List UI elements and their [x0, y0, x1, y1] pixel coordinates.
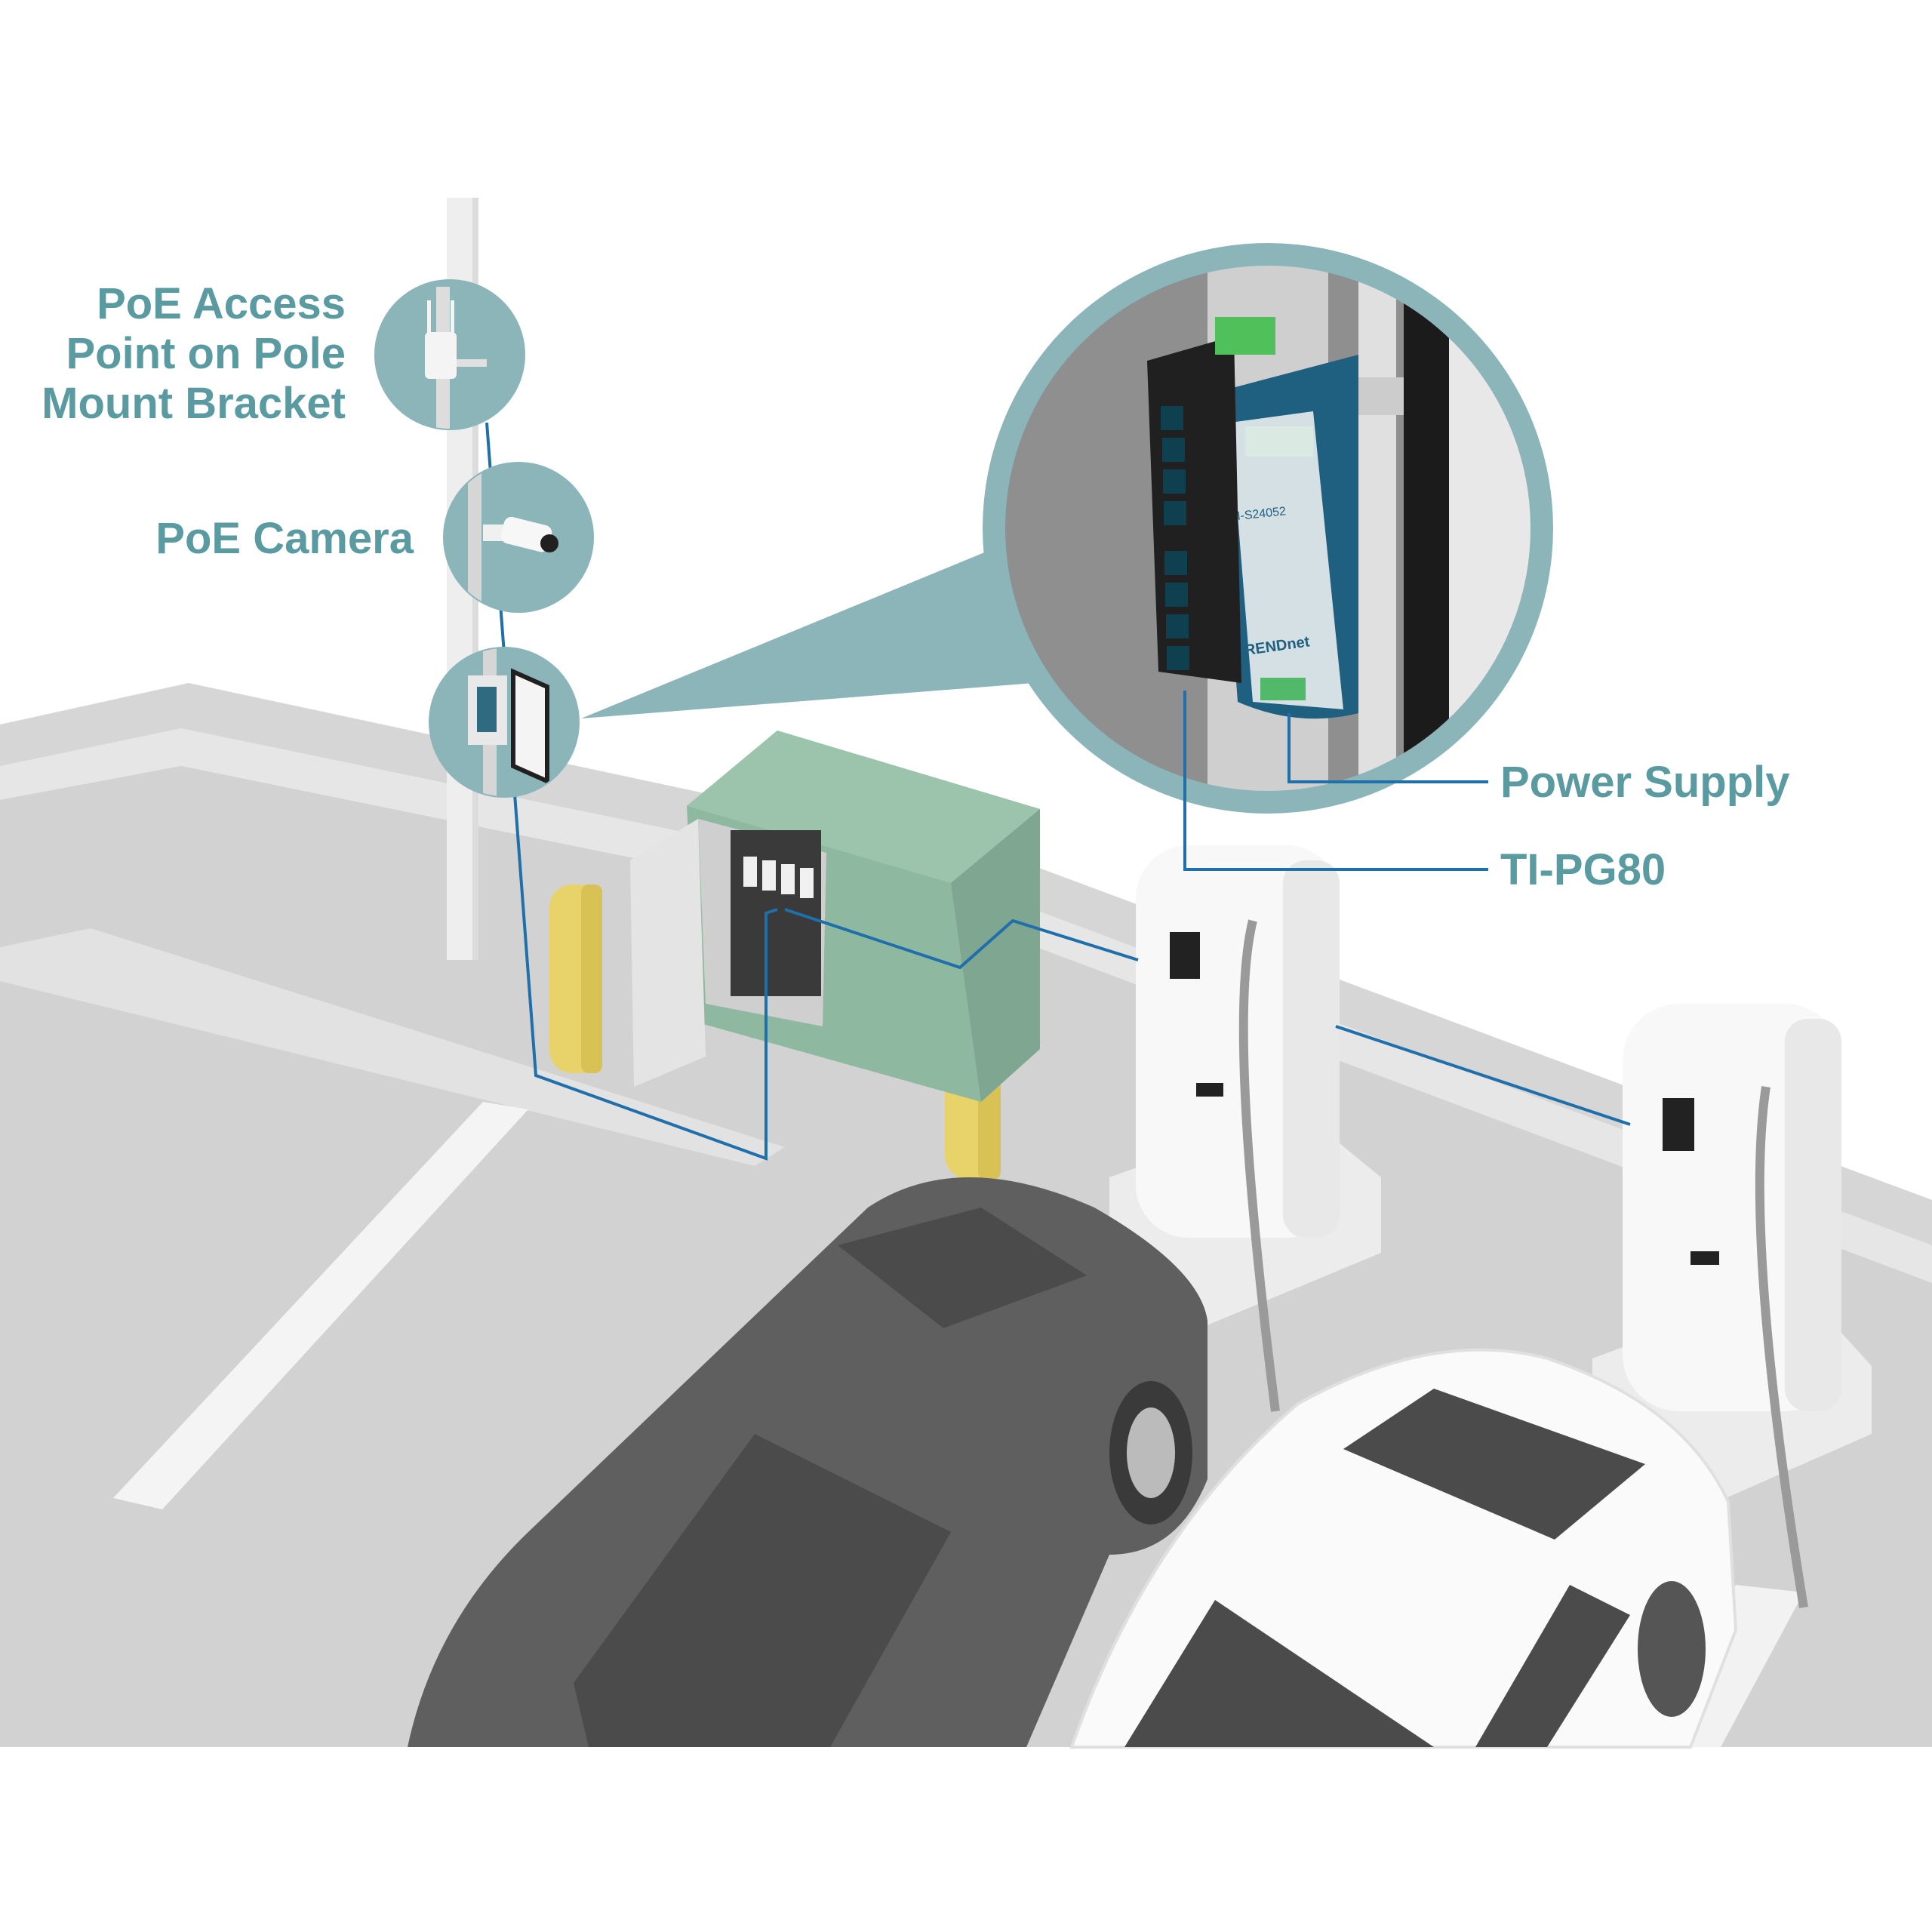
terminal-block	[1215, 317, 1275, 355]
label-access-point-line1: PoE Access	[97, 279, 346, 328]
label-access-point: PoE Access Point on Pole Mount Bracket	[42, 279, 346, 428]
enclosure-icon	[468, 648, 549, 796]
leader-lines	[1183, 691, 1488, 871]
white-car	[1069, 1348, 1738, 1749]
zoom-bubble: TI-S24052 TRENDnet	[983, 243, 1553, 814]
label-access-point-line2: Point on Pole	[66, 329, 346, 378]
camera-bubble	[443, 462, 594, 613]
label-access-point-line3: Mount Bracket	[42, 379, 346, 428]
callout-pointer	[581, 532, 1034, 718]
label-switch-model: TI-PG80	[1500, 845, 1666, 894]
camera-icon	[468, 463, 558, 611]
label-power-supply: Power Supply	[1500, 758, 1790, 807]
enclosure-bubble	[429, 647, 580, 798]
access-point-bubble	[374, 279, 525, 430]
parking-line	[113, 1102, 528, 1509]
switch-ports	[1161, 406, 1189, 670]
label-camera: PoE Camera	[155, 514, 414, 563]
network-cabinet	[630, 731, 1040, 1102]
switch-device	[1147, 336, 1241, 683]
dark-car	[408, 1177, 1208, 1747]
access-point-icon	[425, 287, 487, 429]
bollard	[549, 884, 602, 1073]
network-cable	[485, 422, 1631, 1161]
